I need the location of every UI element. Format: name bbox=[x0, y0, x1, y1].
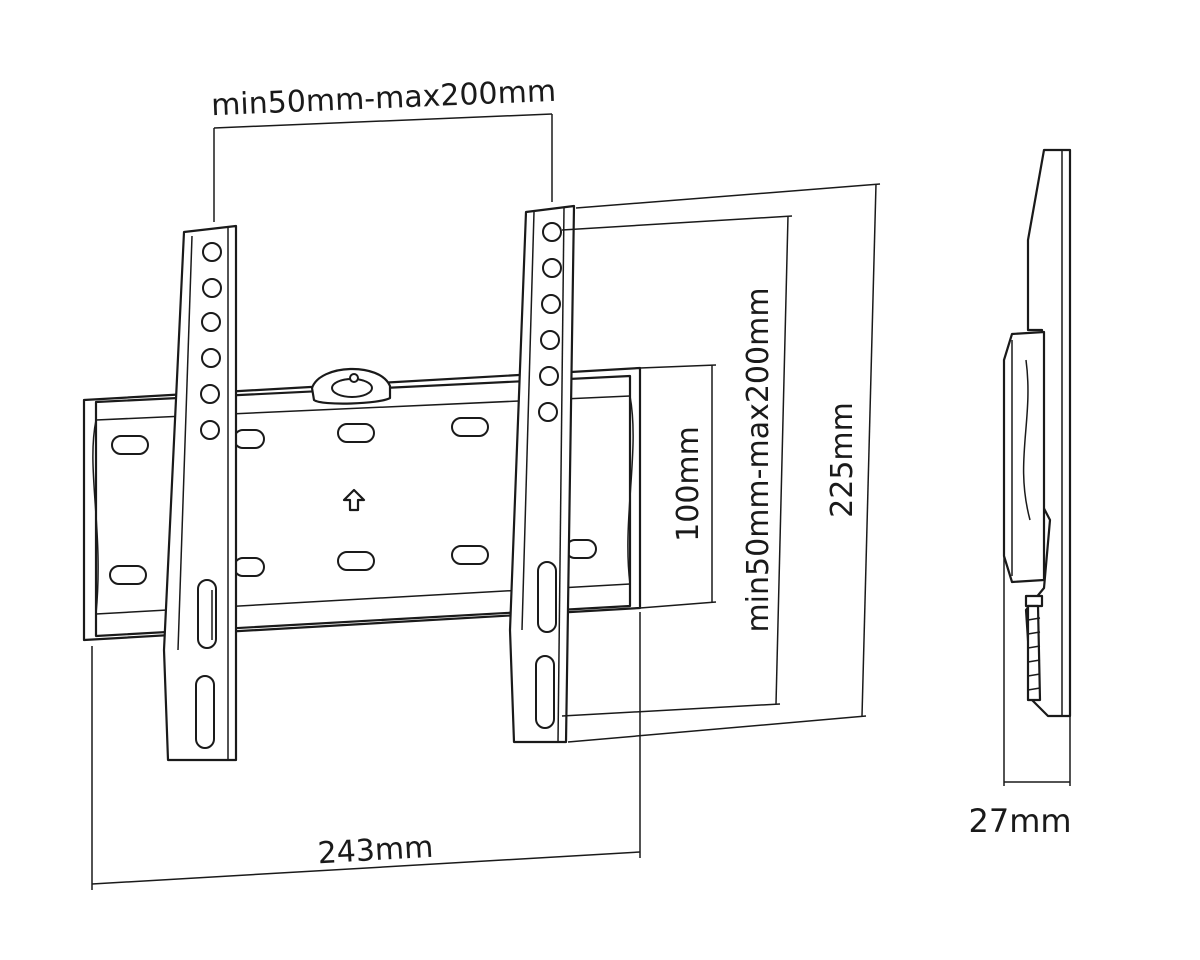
wall-slot bbox=[451, 545, 489, 565]
wall-slot bbox=[565, 539, 597, 559]
dim-vesa-width: min50mm-max200mm bbox=[210, 74, 557, 222]
front-view: min50mm-max200mm 100mm min50mm-max200mm … bbox=[82, 74, 881, 890]
overall-width-label: 243mm bbox=[317, 830, 435, 872]
dim-plate-height: 100mm bbox=[639, 364, 717, 609]
dim-vesa-height: min50mm-max200mm bbox=[561, 215, 793, 717]
left-vertical-arm bbox=[162, 224, 238, 762]
lock-tab bbox=[310, 367, 392, 405]
overall-height-label: 225mm bbox=[825, 402, 860, 518]
vesa-height-label: min50mm-max200mm bbox=[741, 287, 776, 632]
wall-slot bbox=[111, 435, 149, 455]
wall-slot bbox=[233, 429, 265, 449]
plate-height-label: 100mm bbox=[671, 426, 706, 542]
wall-slot bbox=[337, 423, 375, 443]
wall-slot bbox=[337, 551, 375, 571]
wall-slot bbox=[233, 557, 265, 577]
wall-slot bbox=[451, 417, 489, 437]
right-vertical-arm bbox=[508, 204, 576, 744]
dim-overall-height: 225mm bbox=[567, 183, 881, 743]
wall-slot bbox=[109, 565, 147, 585]
side-view: 27mm bbox=[968, 148, 1072, 840]
depth-label: 27mm bbox=[968, 802, 1071, 840]
up-arrow-icon bbox=[342, 488, 366, 512]
dim-overall-width: 243mm bbox=[91, 612, 641, 890]
